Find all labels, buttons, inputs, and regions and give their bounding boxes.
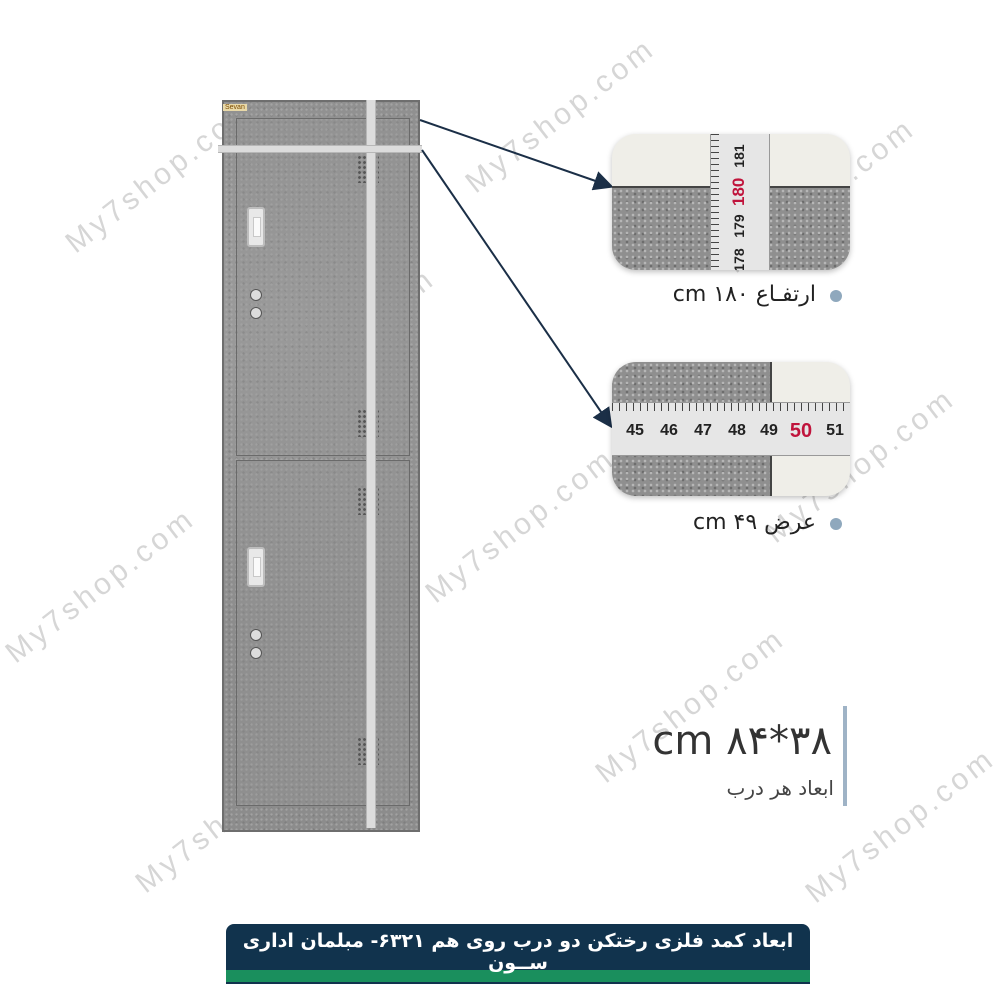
tape-strip	[612, 402, 850, 456]
height-caption: ارتفـاع ۱۸۰ cm	[672, 282, 816, 307]
tape-number: 51	[826, 422, 844, 439]
tape-number: 178	[731, 248, 747, 270]
banner-accent-strip	[226, 970, 810, 982]
tape-strip	[710, 134, 770, 270]
lock-icon	[250, 307, 262, 319]
tape-number: 50	[789, 420, 813, 442]
bullet-dot-icon	[830, 290, 842, 302]
tape-number: 46	[660, 422, 678, 439]
tape-number: 49	[760, 422, 778, 439]
tape-number: 45	[626, 422, 644, 439]
door-handle	[247, 547, 265, 587]
tape-number: 47	[694, 422, 712, 439]
width-caption: عرض ۴۹ cm	[692, 510, 816, 535]
banner-title: ابعاد کمد فلزی رختکن دو درب روی هم ۶۳۲۱-…	[242, 930, 794, 974]
tape-number: 48	[728, 422, 746, 439]
locker-cabinet: Sevan	[222, 100, 420, 832]
lock-icon	[250, 629, 262, 641]
height-zoom-card: 181 180 179 178	[612, 134, 850, 270]
lock-icon	[250, 289, 262, 301]
brand-tag: Sevan	[223, 104, 247, 111]
tape-number: 180	[729, 177, 748, 206]
upper-door	[236, 118, 410, 456]
vertical-measuring-tape	[366, 100, 376, 828]
lock-icon	[250, 647, 262, 659]
door-dimensions-value: cm ۸۴*۳۸	[652, 718, 832, 764]
tape-number: 179	[731, 214, 747, 238]
bullet-dot-icon	[830, 518, 842, 530]
width-zoom-card: 45 46 47 48 49 50 51	[612, 362, 850, 496]
accent-bar	[843, 706, 847, 806]
horizontal-measuring-tape	[218, 145, 422, 153]
tape-number: 181	[731, 144, 747, 168]
door-dimensions-label: ابعاد هر درب	[726, 776, 834, 800]
door-handle	[247, 207, 265, 247]
